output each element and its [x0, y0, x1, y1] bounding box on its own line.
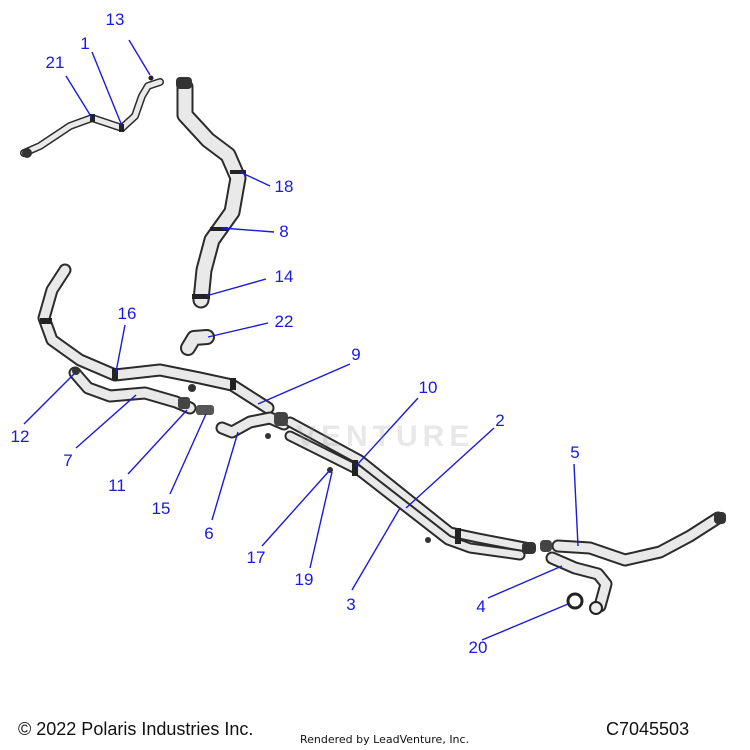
fitting-12 — [72, 367, 80, 375]
leader-19 — [309, 471, 333, 569]
leader-10 — [355, 397, 419, 467]
leader-9 — [257, 363, 351, 405]
leader-7 — [75, 394, 137, 449]
callout-13: 13 — [105, 10, 125, 29]
leader-4 — [487, 565, 563, 599]
callout-20: 20 — [468, 638, 488, 657]
fittings-group — [22, 75, 726, 615]
fitting-end-left — [22, 148, 32, 158]
fitting-13 — [176, 77, 192, 89]
leader-20 — [481, 603, 569, 641]
leader-14 — [205, 278, 267, 297]
callout-19: 19 — [294, 570, 314, 589]
clamp-9 — [230, 378, 236, 390]
hose-5 — [551, 511, 725, 567]
clamp-lower-2 — [455, 528, 461, 544]
fitting-top-cluster — [188, 384, 196, 392]
clamp-8 — [210, 227, 228, 231]
leader-lines — [23, 39, 579, 641]
fitting-11 — [178, 397, 190, 409]
copyright: © 2022 Polaris Industries Inc. — [18, 719, 254, 739]
fitting-15 — [196, 405, 214, 415]
callout-10: 10 — [418, 378, 438, 397]
leader-21 — [65, 75, 93, 119]
callout-9: 9 — [351, 345, 361, 364]
hose-4 — [545, 551, 613, 613]
fitting-5-4 — [540, 540, 552, 552]
hose-2 — [284, 416, 536, 554]
hose-group — [20, 78, 725, 613]
rendered-by: Rendered by LeadVenture, Inc. — [300, 733, 470, 746]
leader-15 — [169, 413, 207, 495]
callout-2: 2 — [495, 411, 505, 430]
clamp-13 — [148, 75, 154, 81]
callout-6: 6 — [204, 524, 214, 543]
callout-22: 22 — [274, 312, 294, 331]
hose-22 — [180, 329, 215, 356]
leader-17 — [261, 469, 331, 547]
clamp-upper-9 — [40, 318, 52, 324]
callout-21: 21 — [45, 53, 65, 72]
callout-16: 16 — [117, 304, 137, 323]
leader-1 — [91, 51, 123, 127]
leader-11 — [127, 409, 188, 475]
clamp-21 — [90, 114, 95, 122]
watermark: VENTURE — [296, 420, 475, 453]
clamp-1 — [119, 124, 124, 132]
leader-22 — [207, 322, 269, 338]
leader-12 — [23, 373, 75, 425]
leader-16 — [115, 324, 126, 373]
fitting-5-end — [714, 512, 726, 524]
callout-18: 18 — [274, 177, 294, 196]
leader-13 — [128, 39, 151, 76]
callout-5: 5 — [570, 443, 580, 462]
hose-4-end — [589, 601, 603, 615]
callout-1: 1 — [80, 34, 90, 53]
callout-17: 17 — [246, 548, 266, 567]
part-number: C7045503 — [606, 719, 690, 739]
clamp-16 — [112, 368, 118, 380]
fitting-cluster-right — [274, 412, 288, 426]
leader-2 — [405, 427, 495, 509]
clamp-20 — [566, 592, 584, 610]
callout-4: 4 — [476, 597, 486, 616]
clamp-10 — [352, 460, 358, 476]
leader-6 — [211, 431, 239, 521]
fitting-2-3-end — [522, 542, 536, 554]
leader-5 — [573, 463, 579, 547]
leader-18 — [239, 171, 271, 187]
callout-8: 8 — [279, 222, 289, 241]
callout-11: 11 — [108, 476, 126, 495]
leader-8 — [221, 227, 275, 233]
hose-8 — [176, 78, 247, 309]
clip-lower — [425, 537, 431, 543]
fitting-bolt — [265, 433, 271, 439]
hose-3 — [284, 430, 526, 561]
callout-14: 14 — [274, 267, 294, 286]
leader-3 — [351, 507, 401, 591]
callout-15: 15 — [151, 499, 171, 518]
hose-9 — [37, 263, 275, 415]
callout-3: 3 — [346, 595, 356, 614]
callout-7: 7 — [63, 451, 73, 470]
clamp-14 — [192, 294, 210, 299]
callout-12: 12 — [10, 427, 30, 446]
clamp-18 — [230, 170, 246, 174]
